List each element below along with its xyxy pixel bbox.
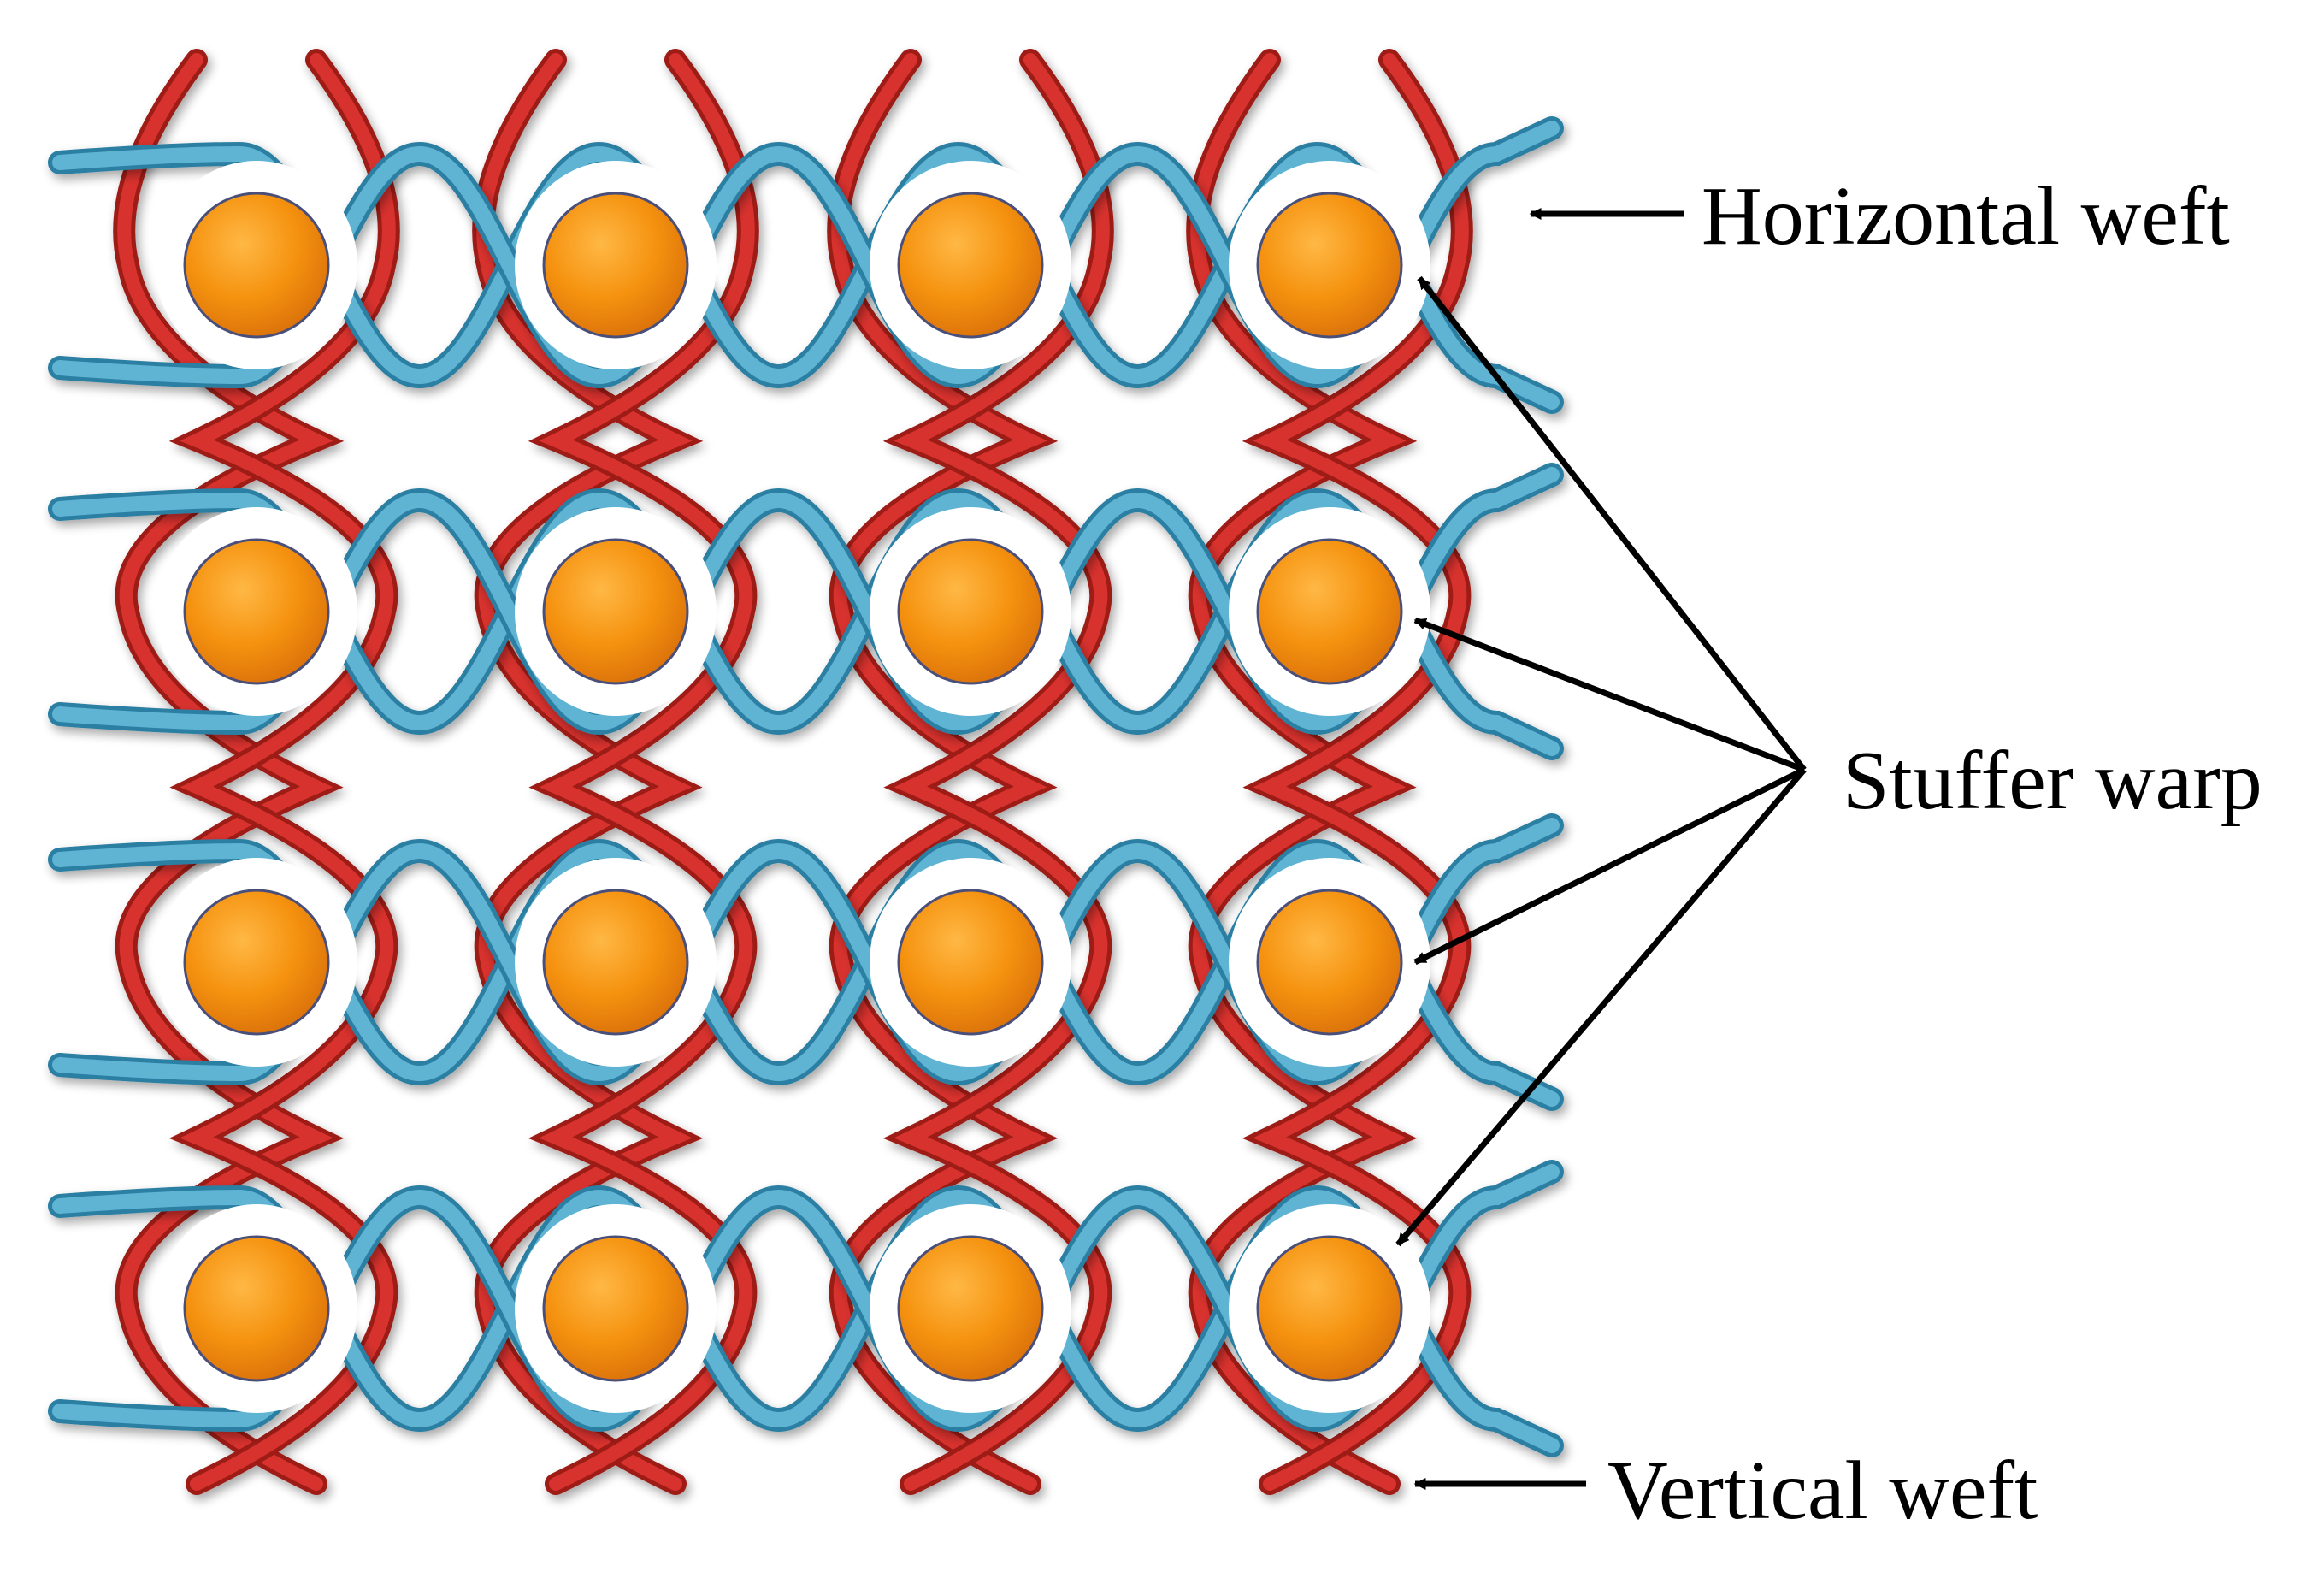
stuffer-fiber <box>1256 1235 1403 1382</box>
stuffer-fiber <box>897 538 1044 685</box>
stuffer-fiber <box>897 889 1044 1036</box>
stuffer-fiber <box>1256 538 1403 685</box>
stuffer-fiber <box>183 889 330 1036</box>
stuffer-warp-3-1 <box>156 858 357 1067</box>
stuffer-warp-arrow-1 <box>1417 275 1807 772</box>
vertical-weft-right-1-core <box>180 53 396 1491</box>
stuffer-fiber <box>1256 192 1403 339</box>
stuffer-fiber <box>183 538 330 685</box>
stuffer-fiber <box>897 192 1044 339</box>
stuffer-warp-1-3 <box>870 161 1071 369</box>
stuffer-warp-1-4 <box>1229 161 1430 369</box>
stuffer-warp-3-2 <box>515 858 717 1067</box>
stuffer-warp-2-1 <box>156 507 357 716</box>
vertical-weft-left-1-core <box>117 53 333 1491</box>
stuffer-warp-1-2 <box>515 161 717 369</box>
stuffer-warp-4-2 <box>515 1204 717 1413</box>
stuffer-fiber <box>542 1235 689 1382</box>
vertical-weft-label: Vertical weft <box>1607 1445 2038 1537</box>
stuffer-warp-4-4 <box>1229 1204 1430 1413</box>
stuffer-warp-arrow-3 <box>1413 766 1806 966</box>
stuffer-fiber <box>542 889 689 1036</box>
stuffer-fiber <box>897 1235 1044 1382</box>
stuffer-fiber <box>183 192 330 339</box>
stuffer-warp-2-4 <box>1229 507 1430 716</box>
stuffer-warp-label: Stuffer warp <box>1843 735 2262 827</box>
stuffer-warp-4-3 <box>870 1204 1071 1413</box>
horizontal-weft-label: Horizontal weft <box>1702 170 2230 263</box>
stuffer-fiber <box>542 538 689 685</box>
stuffer-warp-layer <box>156 161 1430 1413</box>
vertical-weft-right-2-core <box>539 53 755 1491</box>
stuffer-fiber <box>1256 889 1403 1036</box>
stuffer-warp-3-3 <box>870 858 1071 1067</box>
stuffer-warp-arrow-2 <box>1413 617 1806 773</box>
stuffer-warp-4-1 <box>156 1204 357 1413</box>
stuffer-fiber <box>183 1235 330 1382</box>
stuffer-warp-3-4 <box>1229 858 1430 1067</box>
stuffer-warp-2-3 <box>870 507 1071 716</box>
annotation-arrows <box>1395 208 1807 1490</box>
vertical-weft-left-2-core <box>476 53 693 1491</box>
stuffer-warp-2-2 <box>515 507 717 716</box>
stuffer-warp-arrow-4 <box>1395 767 1807 1247</box>
stuffer-fiber <box>542 192 689 339</box>
stuffer-warp-1-1 <box>156 161 357 369</box>
